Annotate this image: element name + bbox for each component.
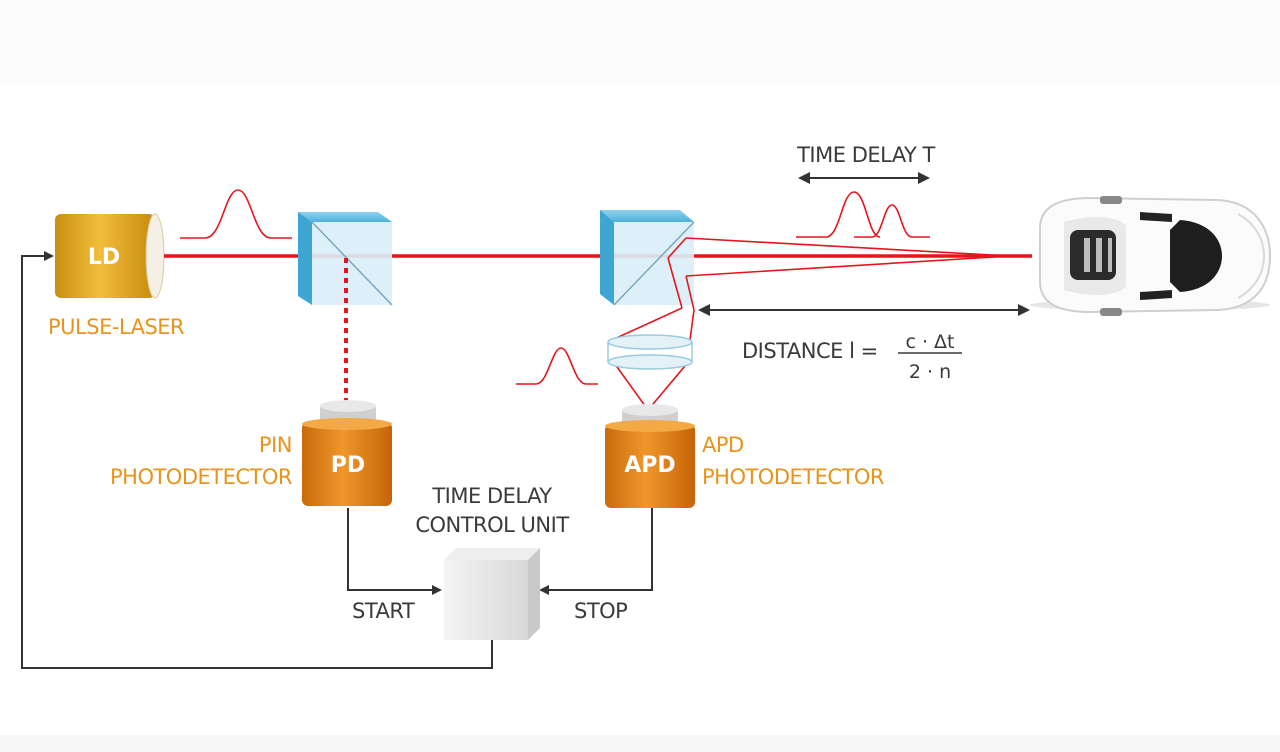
distance-label: DISTANCE l = bbox=[742, 339, 878, 363]
focusing-lens bbox=[607, 334, 693, 370]
apd-photodetector: APD bbox=[605, 404, 695, 508]
return-beams bbox=[611, 237, 1011, 411]
top-band bbox=[0, 0, 1280, 85]
distance-denominator: 2 · n bbox=[909, 361, 951, 383]
apd-label-line1: APD bbox=[702, 433, 744, 457]
pin-code: PD bbox=[331, 453, 365, 478]
emitted-pulse-icon bbox=[180, 189, 292, 239]
control-unit-label-line2: CONTROL UNIT bbox=[415, 513, 569, 537]
beam-splitter-1 bbox=[298, 212, 393, 306]
laser-diode: LD bbox=[55, 213, 165, 299]
start-line bbox=[347, 508, 442, 595]
control-unit-box bbox=[444, 548, 540, 640]
bottom-band bbox=[0, 735, 1280, 752]
time-delay-arrow bbox=[798, 172, 930, 184]
beam-splitter-2 bbox=[600, 210, 695, 306]
laser-trigger-line bbox=[21, 251, 493, 669]
time-delay-pulses bbox=[796, 191, 930, 238]
stop-line bbox=[539, 508, 653, 595]
stop-label: STOP bbox=[574, 599, 627, 623]
received-pulse-icon bbox=[516, 347, 598, 385]
control-unit-label-line1: TIME DELAY bbox=[431, 484, 552, 508]
time-delay-label: TIME DELAY T bbox=[796, 143, 935, 167]
start-label: START bbox=[352, 599, 415, 623]
apd-label-line2: PHOTODETECTOR bbox=[702, 465, 884, 489]
apd-code: APD bbox=[624, 453, 675, 478]
pin-photodetector: PD bbox=[302, 400, 392, 506]
laser-label: PULSE-LASER bbox=[48, 315, 184, 339]
distance-numerator: c · Δt bbox=[905, 331, 954, 353]
control-wiring bbox=[21, 251, 653, 669]
distance-arrow bbox=[698, 304, 1030, 316]
pin-label-line1: PIN bbox=[259, 433, 292, 457]
pin-label-line2: PHOTODETECTOR bbox=[110, 465, 292, 489]
laser-code: LD bbox=[88, 245, 120, 270]
car-illustration bbox=[1030, 196, 1272, 316]
